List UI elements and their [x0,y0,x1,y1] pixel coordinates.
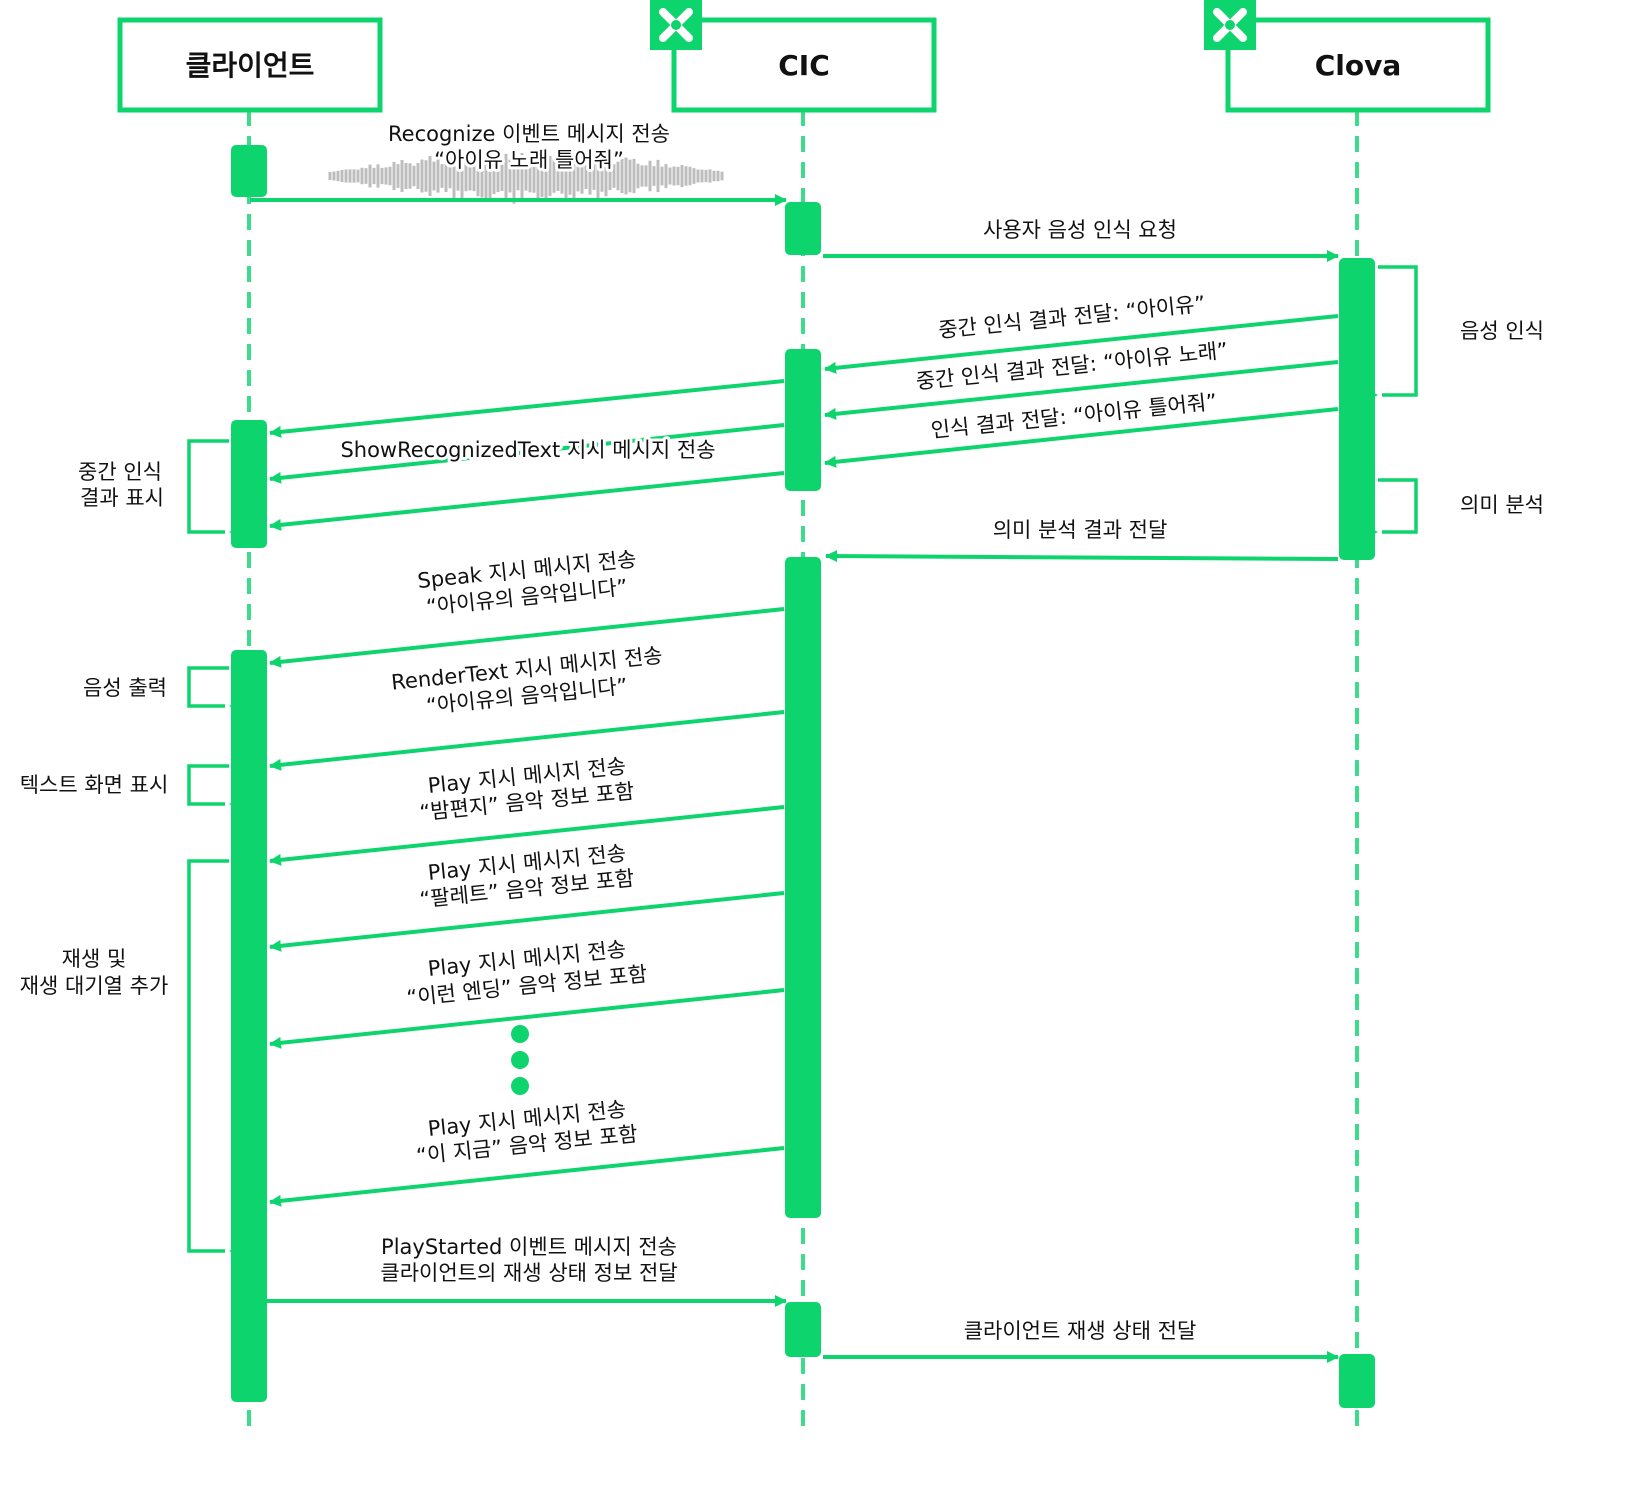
note-label: 음성 출력 [83,676,167,700]
self-call-bracket [187,439,229,534]
clova-logo-icon [650,0,702,50]
note-label: 재생 대기열 추가 [20,974,169,998]
note-text-display: 텍스트 화면 표시 [20,764,241,810]
self-call-bracket [187,666,229,708]
waveform-bars [328,148,724,204]
activation-cic [785,557,821,1218]
logo-center [671,20,681,30]
ellipsis-dot [511,1051,529,1069]
message-label: 클라이언트 재생 상태 전달 [964,1319,1197,1343]
message-label: 인식 결과 전달: “아이유 틀어줘” [930,390,1218,443]
ellipsis-dots [511,1025,529,1095]
self-call-arrowhead [229,798,241,810]
message-arrow [269,891,785,952]
message-arrow [824,360,1339,420]
message-label: “아이유 노래 틀어줘” [434,148,624,172]
self-call-bracket [187,764,229,806]
participant-box [1225,17,1491,113]
participant-box [671,17,937,113]
self-call-arrowhead [1366,389,1378,401]
ellipsis-dot [511,1025,529,1043]
message-label: PlayStarted 이벤트 메시지 전송 [381,1235,677,1259]
activation-client [231,650,267,1402]
activation-clova [1339,258,1375,560]
participant-label: CIC [778,49,830,82]
message-label: Recognize 이벤트 메시지 전송 [388,122,670,146]
message-arrow [269,379,785,438]
note-speech-output: 음성 출력 [83,666,241,712]
message-arrow [825,550,1339,563]
message-play-1: Play 지시 메시지 전송“밤편지” 음악 정보 포함 [269,751,785,866]
message-arrow [269,710,785,771]
activation-client [231,145,267,197]
message-label: 클라이언트의 재생 상태 정보 전달 [380,1261,677,1285]
message-label: 중간 인식 결과 전달: “아이유 노래” [915,338,1229,394]
message-final-result: 인식 결과 전달: “아이유 틀어줘” [824,387,1339,468]
message-nlu-result: 의미 분석 결과 전달 [825,515,1339,563]
self-call-arrowhead [229,1245,241,1257]
participant-clova: Clova [1204,0,1491,113]
message-arrow [824,314,1339,374]
participant-label: 클라이언트 [186,49,315,82]
clova-logo-icon [1204,0,1256,50]
message-play-3: Play 지시 메시지 전송“이런 엔딩” 음악 정보 포함 [269,934,785,1049]
waveform-icon [328,148,724,204]
note-label: 음성 인식 [1460,319,1544,343]
message-speak: Speak 지시 메시지 전송“아이유의 음악입니다” [269,544,785,668]
self-call-bracket [187,859,229,1253]
message-arrow [269,1146,785,1207]
note-play-queue: 재생 및재생 대기열 추가 [20,859,241,1257]
participant-box [117,17,383,113]
note-label: 결과 표시 [80,486,164,510]
note-label: 텍스트 화면 표시 [20,773,169,797]
message-arrow [824,407,1339,468]
note-label: 중간 인식 [78,460,162,484]
message-arrow [269,423,785,484]
logo-center [1225,20,1235,30]
message-arrow [269,988,785,1049]
message-play-4: Play 지시 메시지 전송“이 지금” 음악 정보 포함 [269,1094,785,1207]
activation-cic [785,349,821,491]
self-call-bracket [1378,478,1418,534]
self-call-arrowhead [229,700,241,712]
note-label: 재생 및 [62,947,127,971]
message-arrow [269,607,785,668]
participant-label: Clova [1315,49,1402,82]
message-label: 사용자 음성 인식 요청 [983,218,1177,242]
message-play-2: Play 지시 메시지 전송“팔레트” 음악 정보 포함 [269,838,785,952]
message-arrow [269,805,785,866]
message-asr-request: 사용자 음성 인식 요청 [823,215,1339,262]
message-label: ShowRecognizedText 지시 메시지 전송 [340,438,715,462]
message-label: 의미 분석 결과 전달 [993,518,1168,542]
message-client-state: 클라이언트 재생 상태 전달 [823,1316,1339,1363]
activation-clova [1339,1354,1375,1408]
message-arrow [269,471,785,531]
message-recognize: Recognize 이벤트 메시지 전송“아이유 노래 틀어줘” [250,119,787,206]
message-render-text: RenderText 지시 메시지 전송“아이유의 음악입니다” [269,640,785,771]
message-show-text: ShowRecognizedText 지시 메시지 전송 [269,379,785,531]
self-call-arrowhead [229,526,241,538]
activation-client [231,420,267,548]
self-call-arrowhead [1366,526,1378,538]
activation-cic [785,202,821,255]
activation-cic [785,1302,821,1357]
note-asr: 음성 인식 [1366,265,1544,401]
note-nlu: 의미 분석 [1366,478,1544,538]
note-label: 의미 분석 [1460,493,1544,517]
participant-cic: CIC [650,0,937,113]
ellipsis-dot [511,1077,529,1095]
self-call-bracket [1378,265,1418,397]
participant-client: 클라이언트 [117,17,383,113]
